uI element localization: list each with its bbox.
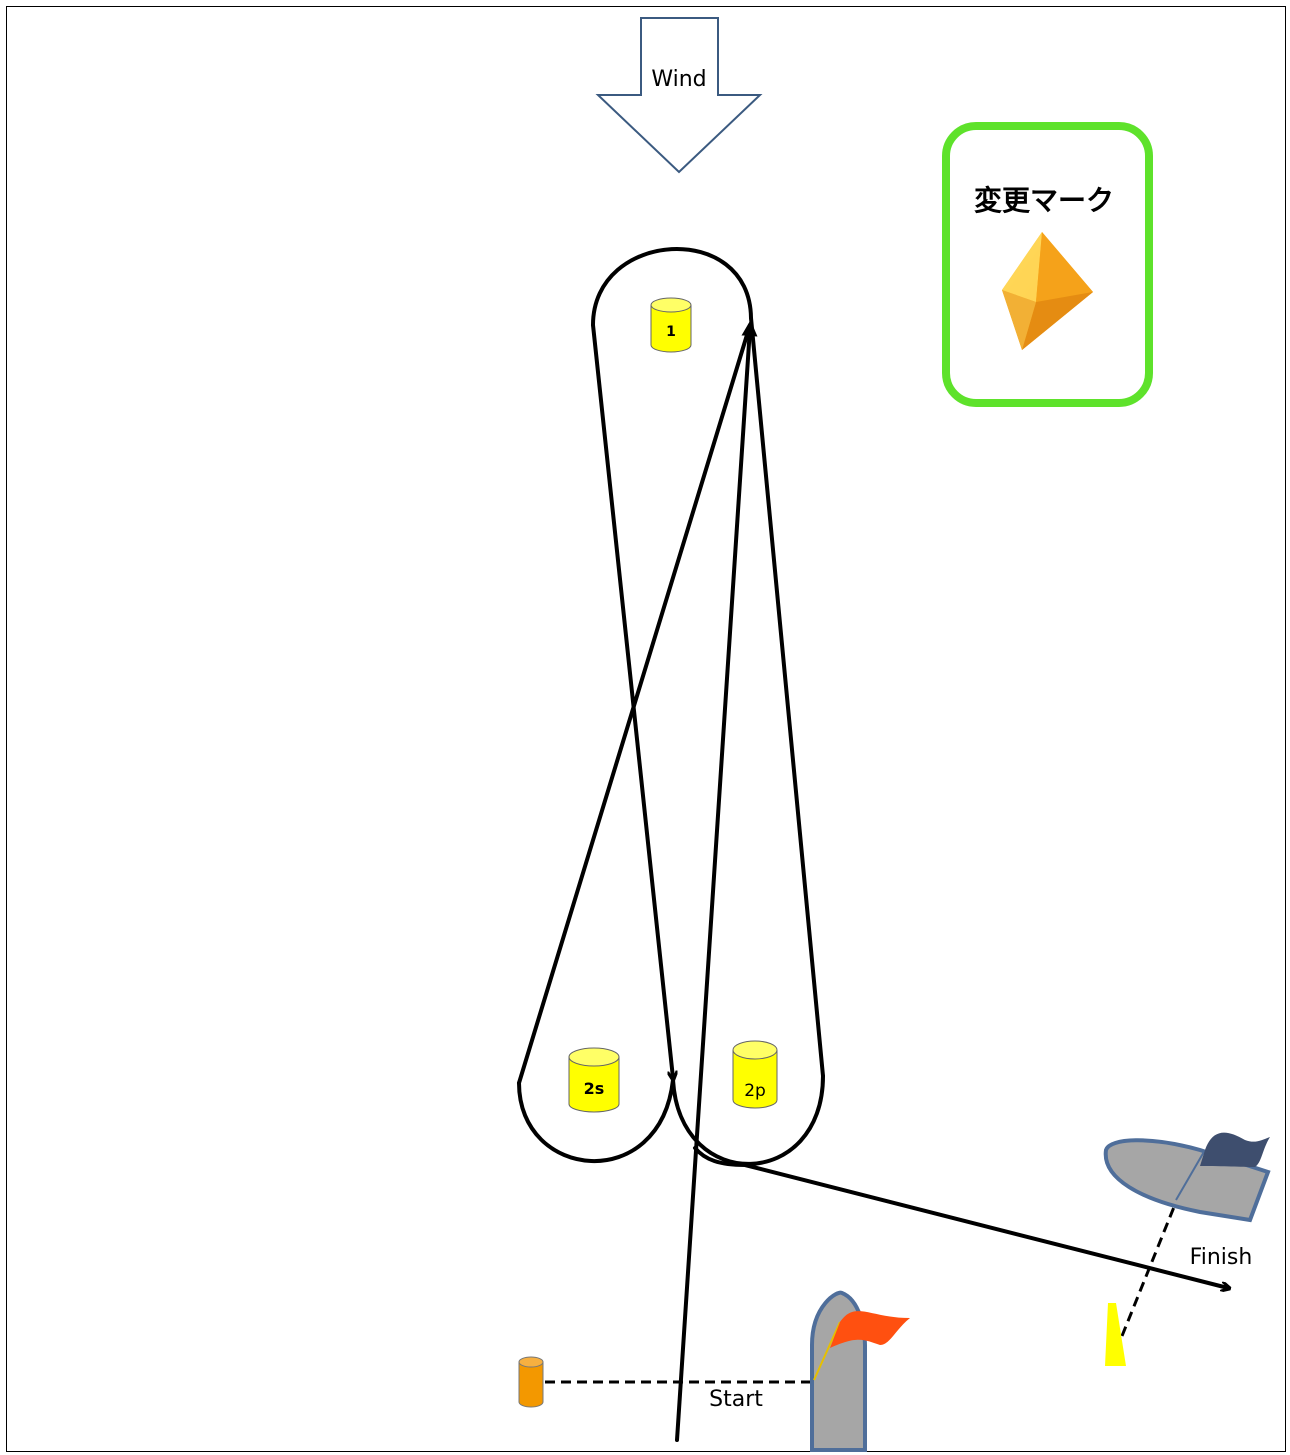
finish-flag-icon <box>1200 1132 1270 1167</box>
finish-committee-boat <box>1103 1132 1271 1223</box>
wind-label: Wind <box>651 67 706 92</box>
finish-pin-mark <box>1105 1303 1126 1366</box>
course-path <box>517 246 1228 1442</box>
start-line: Start <box>518 1356 814 1412</box>
mark-1-buoy: 1 <box>650 297 692 353</box>
finish-line: Finish <box>1105 1201 1253 1366</box>
start-label: Start <box>709 1387 763 1412</box>
mark-2s-buoy: 2s <box>568 1047 620 1113</box>
mark-1-label: 1 <box>666 324 676 340</box>
start-committee-boat <box>810 1290 910 1452</box>
finish-label: Finish <box>1190 1245 1253 1270</box>
legend-box: 変更マーク <box>942 122 1153 407</box>
legend-title: 変更マーク <box>974 184 1114 217</box>
start-flag-icon <box>830 1311 910 1348</box>
mark-2s-label: 2s <box>584 1079 605 1098</box>
wind-arrow-icon: Wind <box>595 17 763 174</box>
diagram-frame <box>6 6 1286 1452</box>
mark-2p-buoy: 2p <box>732 1040 778 1109</box>
mark-2p-label: 2p <box>744 1081 766 1101</box>
orange-tetrahedron-mark-icon <box>1002 232 1093 350</box>
start-pin-buoy <box>518 1356 544 1408</box>
